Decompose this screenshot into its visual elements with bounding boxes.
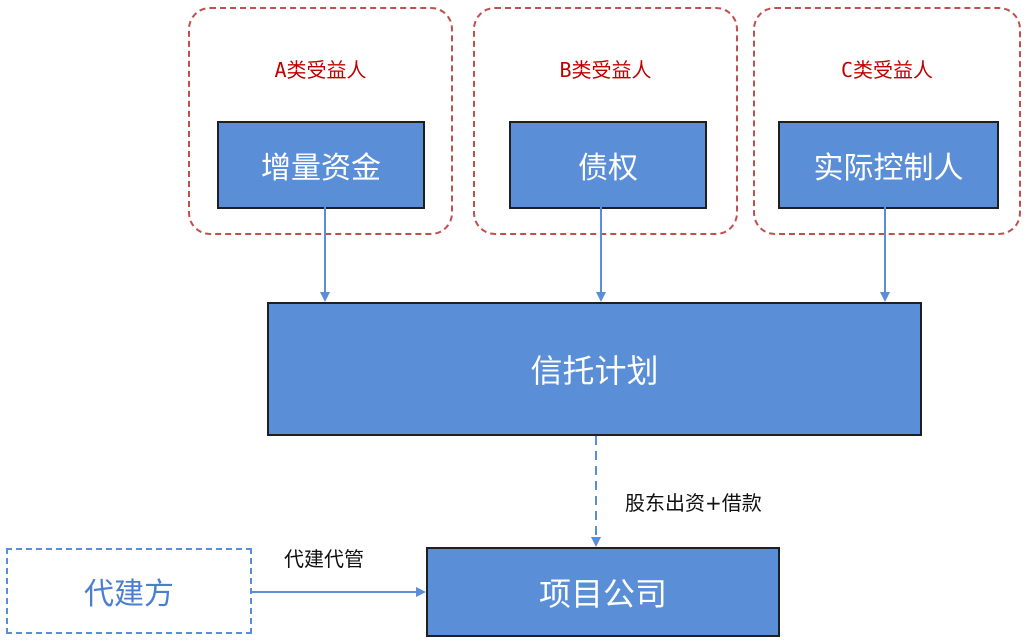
group-c-label: C类受益人 (840, 58, 934, 82)
edge-label-shareholder-loan: 股东出资+借款 (625, 491, 762, 515)
node-actual-controller: 实际控制人 (778, 121, 999, 209)
group-b-beneficiary: B类受益人 债权 (473, 7, 738, 235)
group-a-label: A类受益人 (274, 58, 367, 82)
node-agent-builder: 代建方 (6, 548, 252, 634)
edge-label-agent-management: 代建代管 (284, 547, 364, 571)
group-a-beneficiary: A类受益人 增量资金 (188, 7, 453, 235)
node-project-company: 项目公司 (426, 547, 780, 637)
group-c-beneficiary: C类受益人 实际控制人 (753, 7, 1021, 235)
node-incremental-funds: 增量资金 (217, 121, 425, 209)
group-b-label: B类受益人 (559, 58, 652, 82)
node-debt: 债权 (509, 121, 707, 209)
node-trust-plan: 信托计划 (267, 302, 922, 436)
